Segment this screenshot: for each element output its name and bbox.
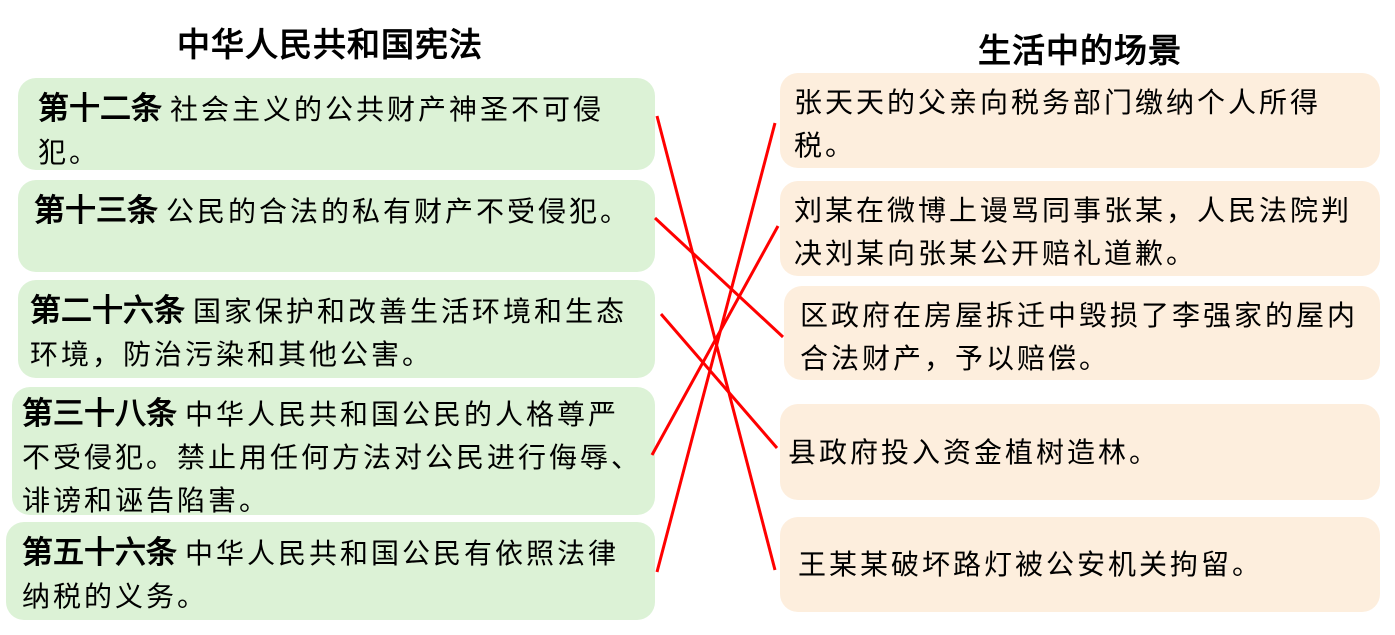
scenario-box-afforestation[interactable]: 县政府投入资金植树造林。 <box>780 404 1380 500</box>
article-text: 公民的合法的私有财产不受侵犯。 <box>166 195 632 228</box>
connection-line-56-to-tax <box>655 122 777 573</box>
scenario-text: 王某某破坏路灯被公安机关拘留。 <box>798 548 1264 581</box>
connection-line-13-to-compensation <box>653 216 785 339</box>
scenario-text: 刘某在微博上谩骂同事张某，人民法院判决刘某向张某公开赔礼道歉。 <box>794 194 1353 270</box>
scenario-text: 县政府投入资金植树造林。 <box>788 435 1161 469</box>
article-number: 第二十六条 <box>30 293 185 329</box>
scenario-text: 区政府在房屋拆迁中毁损了李强家的屋内合法财产，予以赔偿。 <box>800 299 1359 375</box>
scenario-box-apology[interactable]: 刘某在微博上谩骂同事张某，人民法院判决刘某向张某公开赔礼道歉。 <box>780 181 1380 276</box>
article-number: 第三十八条 <box>22 396 177 432</box>
article-box-13[interactable]: 第十三条公民的合法的私有财产不受侵犯。 <box>18 180 655 272</box>
article-number: 第十三条 <box>34 193 158 229</box>
article-box-38[interactable]: 第三十八条中华人民共和国公民的人格尊严不受侵犯。禁止用任何方法对公民进行侮辱、诽… <box>12 387 655 517</box>
article-text: 中华人民共和国公民有依照法律纳税的义务。 <box>22 537 620 613</box>
article-text: 社会主义的公共财产神圣不可侵犯。 <box>38 93 605 169</box>
article-number: 第五十六条 <box>22 535 177 571</box>
constitution-heading: 中华人民共和国宪法 <box>177 25 483 64</box>
connection-line-26-to-afforestation <box>659 313 779 449</box>
article-text: 中华人民共和国公民的人格尊严不受侵犯。禁止用任何方法对公民进行侮辱、诽谤和诬告陷… <box>22 398 643 517</box>
scenario-text: 张天天的父亲向税务部门缴纳个人所得税。 <box>794 86 1322 162</box>
article-text: 国家保护和改善生活环境和生态环境，防治污染和其他公害。 <box>30 295 628 371</box>
article-box-12[interactable]: 第十二条社会主义的公共财产神圣不可侵犯。 <box>18 78 655 170</box>
connection-line-38-to-apology <box>650 225 780 456</box>
article-number: 第十二条 <box>38 91 162 127</box>
article-box-56[interactable]: 第五十六条中华人民共和国公民有依照法律纳税的义务。 <box>6 522 655 620</box>
scenario-box-detention[interactable]: 王某某破坏路灯被公安机关拘留。 <box>780 517 1380 612</box>
article-box-26[interactable]: 第二十六条国家保护和改善生活环境和生态环境，防治污染和其他公害。 <box>18 280 655 378</box>
scenario-box-tax[interactable]: 张天天的父亲向税务部门缴纳个人所得税。 <box>780 73 1380 168</box>
scenarios-heading: 生活中的场景 <box>978 31 1182 70</box>
scenario-box-compensation[interactable]: 区政府在房屋拆迁中毁损了李强家的屋内合法财产，予以赔偿。 <box>784 286 1380 380</box>
connection-line-12-to-detention <box>655 115 777 571</box>
